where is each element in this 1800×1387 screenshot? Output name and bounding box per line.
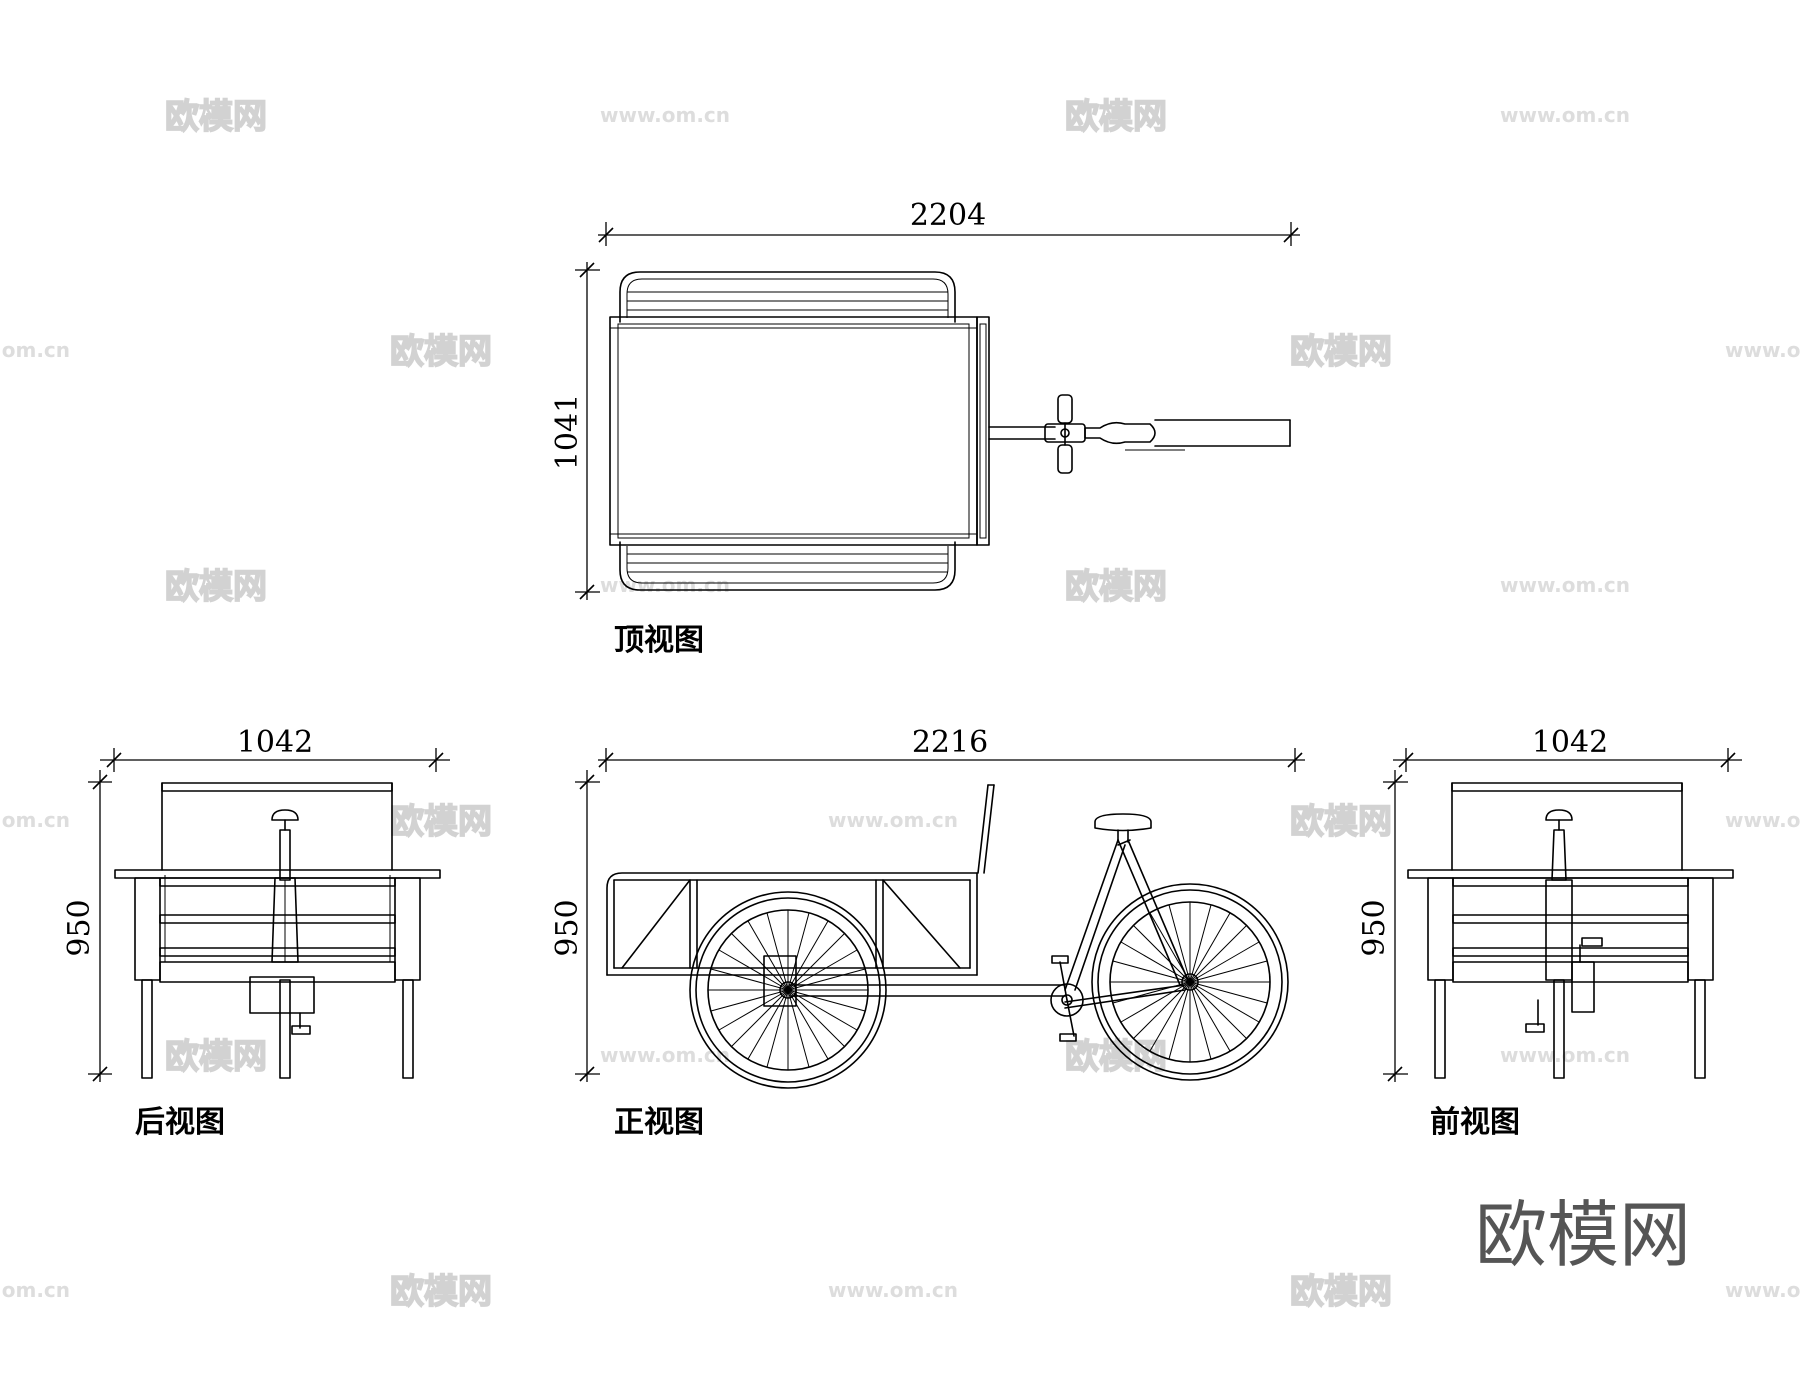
front-height-dimension: 950 — [1357, 770, 1408, 1082]
top-view-label: 顶视图 — [614, 623, 704, 658]
front-height-value: 950 — [1357, 899, 1392, 956]
rear-height-value: 950 — [62, 899, 97, 956]
rear-view: 1042 950 — [62, 725, 450, 1140]
watermark-logo: 欧模网 — [1065, 1037, 1167, 1077]
rear-view-label: 后视图 — [135, 1105, 225, 1140]
watermark-url: www.om.cn — [828, 808, 958, 832]
rear-width-dimension: 1042 — [100, 725, 450, 772]
watermark-logo: 欧模网 — [390, 1272, 492, 1312]
watermark-logo: 欧模网 — [390, 802, 492, 842]
side-view-label: 正视图 — [614, 1105, 704, 1140]
side-length-dimension: 2216 — [598, 725, 1305, 772]
top-view: 2204 1041 — [550, 198, 1300, 658]
watermark-url: www.om.cn — [1500, 573, 1630, 597]
rear-height-dimension: 950 — [62, 770, 112, 1082]
watermark-logo: 欧模网 — [165, 567, 267, 607]
top-length-value: 2204 — [910, 198, 986, 233]
watermark-logo: 欧模网 — [1290, 1272, 1392, 1312]
top-length-dimension: 2204 — [598, 198, 1300, 246]
watermark-logo: 欧模网 — [1290, 332, 1392, 372]
front-wheel-spokes — [1110, 902, 1270, 1062]
watermark-url: www.om.cn — [600, 573, 730, 597]
side-view: 2216 950 — [550, 725, 1305, 1140]
brand-logo: 欧模网 — [1475, 1193, 1691, 1277]
watermark-url: www.om.cn — [1500, 103, 1630, 127]
watermark-url: www.om.cn — [0, 808, 70, 832]
watermark-logo: 欧模网 — [1290, 802, 1392, 842]
front-width-dimension: 1042 — [1393, 725, 1742, 772]
top-width-dimension: 1041 — [550, 262, 600, 600]
watermark-url: www.om.cn — [0, 1278, 70, 1302]
side-height-dimension: 950 — [550, 770, 600, 1082]
watermark-url: www.om.cn — [1725, 1278, 1800, 1302]
watermark-url: www.om.cn — [1500, 1043, 1630, 1067]
watermark-url: www.om.cn — [600, 1043, 730, 1067]
watermark-logo: 欧模网 — [1065, 567, 1167, 607]
side-length-value: 2216 — [912, 725, 988, 760]
watermark-logo: 欧模网 — [390, 332, 492, 372]
rear-wheel-spokes — [708, 910, 868, 1070]
watermark-url: www.om.cn — [600, 103, 730, 127]
front-view-label: 前视图 — [1430, 1105, 1520, 1140]
watermark-layer: 欧模网 www.om.cn 欧模网 www.om.cn www.om.cn 欧模… — [0, 96, 1800, 1313]
watermark-url: www.om.cn — [1725, 808, 1800, 832]
front-width-value: 1042 — [1532, 725, 1608, 760]
watermark-logo: 欧模网 — [165, 97, 267, 137]
front-view: 1042 950 — [1357, 725, 1742, 1140]
watermark-logo: 欧模网 — [1065, 97, 1167, 137]
watermark-url: www.om.cn — [0, 338, 70, 362]
watermark-logo: 欧模网 — [165, 1037, 267, 1077]
rear-width-value: 1042 — [237, 725, 313, 760]
top-width-value: 1041 — [550, 394, 585, 470]
watermark-url: www.om.cn — [828, 1278, 958, 1302]
watermark-url: www.om.cn — [1725, 338, 1800, 362]
side-height-value: 950 — [550, 899, 585, 956]
